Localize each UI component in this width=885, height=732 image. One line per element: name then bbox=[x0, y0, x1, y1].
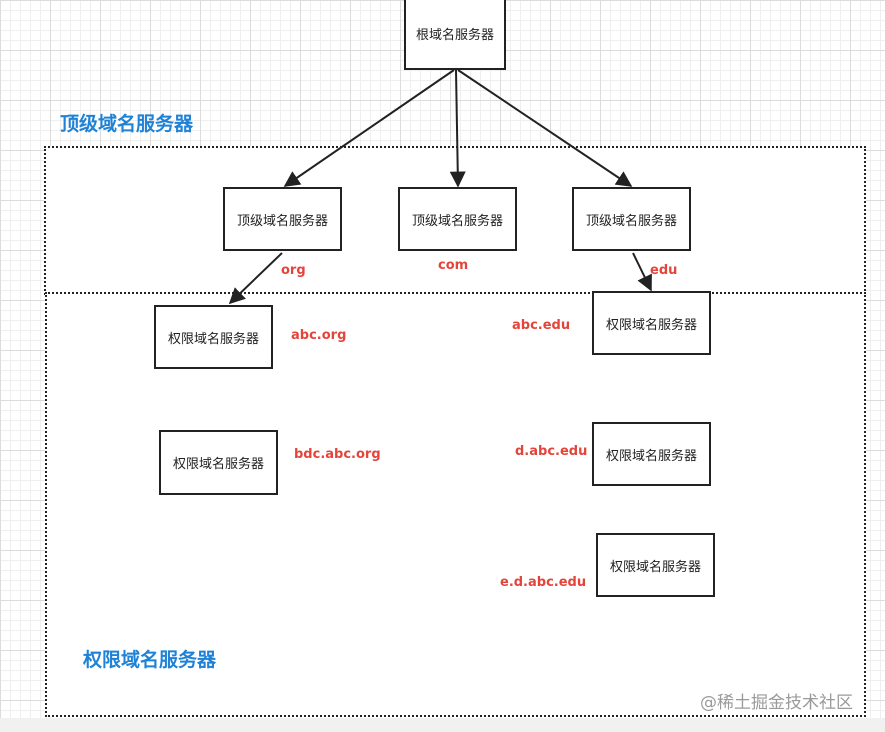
tld-server-com-box: 顶级域名服务器 bbox=[398, 187, 517, 251]
auth-server-d-abc-edu-box: 权限域名服务器 bbox=[592, 422, 711, 486]
auth-section-title: 权限域名服务器 bbox=[83, 649, 217, 671]
domain-label-d-abc-edu: d.abc.edu bbox=[515, 444, 588, 459]
watermark: @稀土掘金技术社区 bbox=[700, 693, 853, 713]
domain-label-edu: edu bbox=[650, 263, 678, 278]
domain-label-e-d-abc-edu: e.d.abc.edu bbox=[500, 575, 587, 590]
auth-server-e-d-abc-edu-box: 权限域名服务器 bbox=[596, 533, 715, 597]
tld-section-title: 顶级域名服务器 bbox=[60, 113, 194, 135]
edge-root-to-edu bbox=[457, 69, 633, 187]
auth-server-abc-edu-box: 权限域名服务器 bbox=[592, 291, 711, 355]
tld-server-org-box: 顶级域名服务器 bbox=[223, 187, 342, 251]
edge-edu-to-abc-edu bbox=[632, 252, 652, 292]
domain-label-bdc-abc-org: bdc.abc.org bbox=[294, 447, 381, 462]
domain-label-com: com bbox=[438, 258, 469, 273]
domain-label-abc-edu: abc.edu bbox=[512, 318, 571, 333]
root-server-box: 根域名服务器 bbox=[404, 0, 506, 70]
bottom-strip bbox=[0, 718, 885, 732]
auth-server-bdc-abc-org-box: 权限域名服务器 bbox=[159, 430, 278, 495]
auth-server-abc-org-box: 权限域名服务器 bbox=[154, 305, 273, 369]
domain-label-abc-org: abc.org bbox=[291, 328, 347, 343]
domain-label-org: org bbox=[281, 263, 306, 278]
edge-root-to-com bbox=[449, 69, 466, 188]
edge-org-to-abc-org bbox=[228, 252, 283, 305]
edge-root-to-org bbox=[283, 69, 455, 187]
tld-server-edu-box: 顶级域名服务器 bbox=[572, 187, 691, 251]
